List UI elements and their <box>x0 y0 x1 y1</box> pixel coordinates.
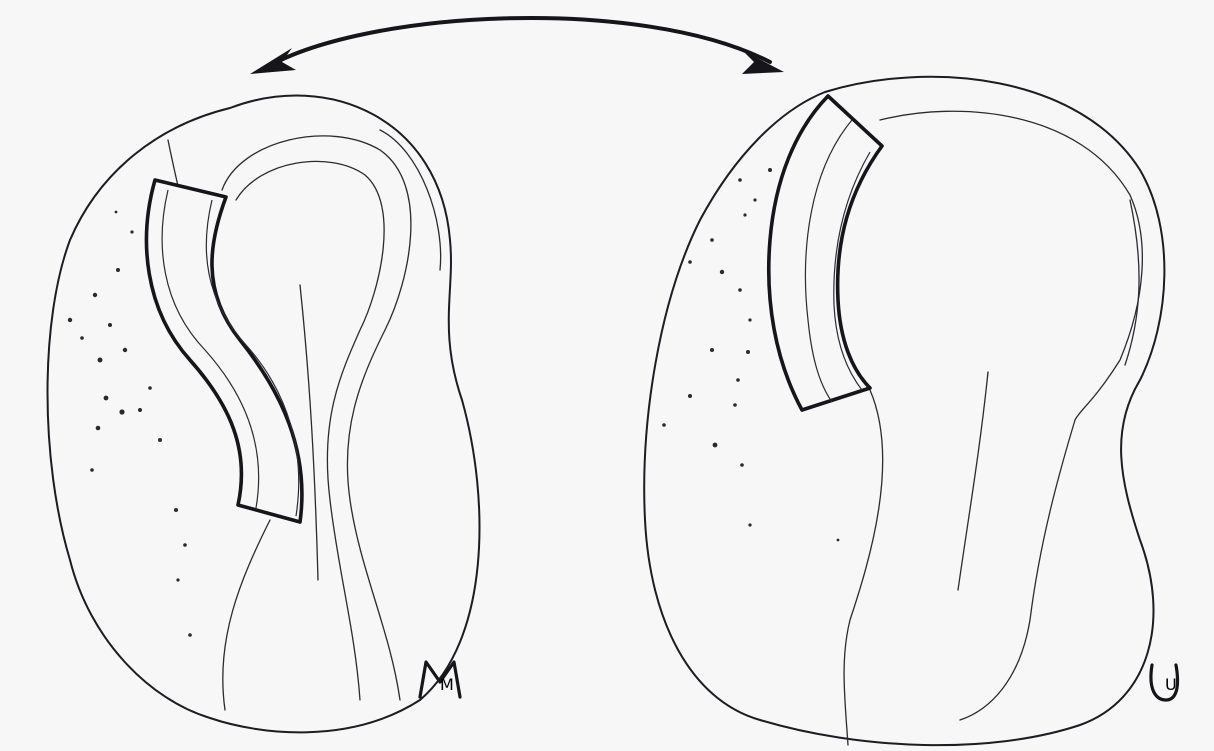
label-u: U <box>1165 675 1177 694</box>
label-m: M <box>440 675 454 694</box>
